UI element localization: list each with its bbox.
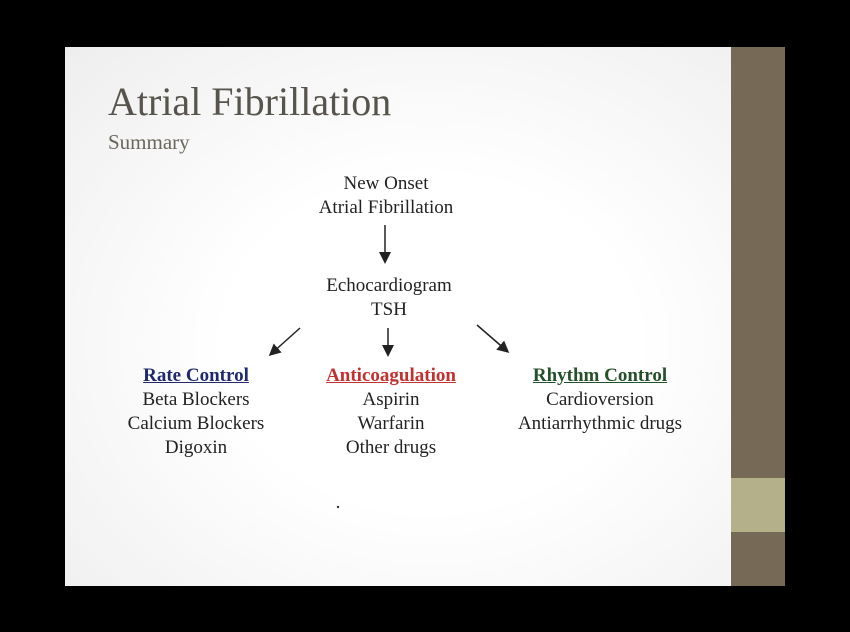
workup-line-1: Echocardiogram (326, 275, 452, 296)
arrow-left-icon (268, 327, 301, 357)
branch-item: Aspirin (362, 389, 420, 410)
workup-node: Echocardiogram TSH (326, 274, 452, 322)
slide-sidebar (731, 47, 785, 586)
start-line-1: New Onset (343, 173, 429, 194)
sidebar-accent-block (731, 478, 785, 532)
branch-item: Warfarin (357, 413, 425, 434)
branch-rhythm-control: Rhythm Control Cardioversion Antiarrhyth… (518, 364, 682, 436)
branch-item: Other drugs (345, 437, 437, 458)
slide-subtitle: Summary (108, 130, 190, 154)
branch-heading: Anticoagulation (326, 365, 456, 386)
branch-item: Beta Blockers (142, 389, 250, 410)
branch-rate-control: Rate Control Beta Blockers Calcium Block… (128, 364, 265, 460)
branch-item: Digoxin (164, 437, 228, 458)
branch-item: Calcium Blockers (127, 413, 265, 434)
branch-heading: Rhythm Control (532, 365, 668, 386)
stray-dot (336, 505, 340, 509)
slide-title: Atrial Fibrillation (108, 79, 392, 124)
branch-item: Antiarrhythmic drugs (517, 413, 683, 434)
branch-item: Cardioversion (546, 389, 654, 410)
start-line-2: Atrial Fibrillation (318, 197, 454, 218)
branch-heading: Rate Control (143, 365, 249, 386)
arrow-right-icon (476, 324, 510, 353)
workup-line-2: TSH (371, 299, 407, 320)
start-node: New Onset Atrial Fibrillation (319, 172, 454, 220)
branch-anticoagulation: Anticoagulation Aspirin Warfarin Other d… (326, 364, 456, 460)
slide (65, 47, 731, 586)
